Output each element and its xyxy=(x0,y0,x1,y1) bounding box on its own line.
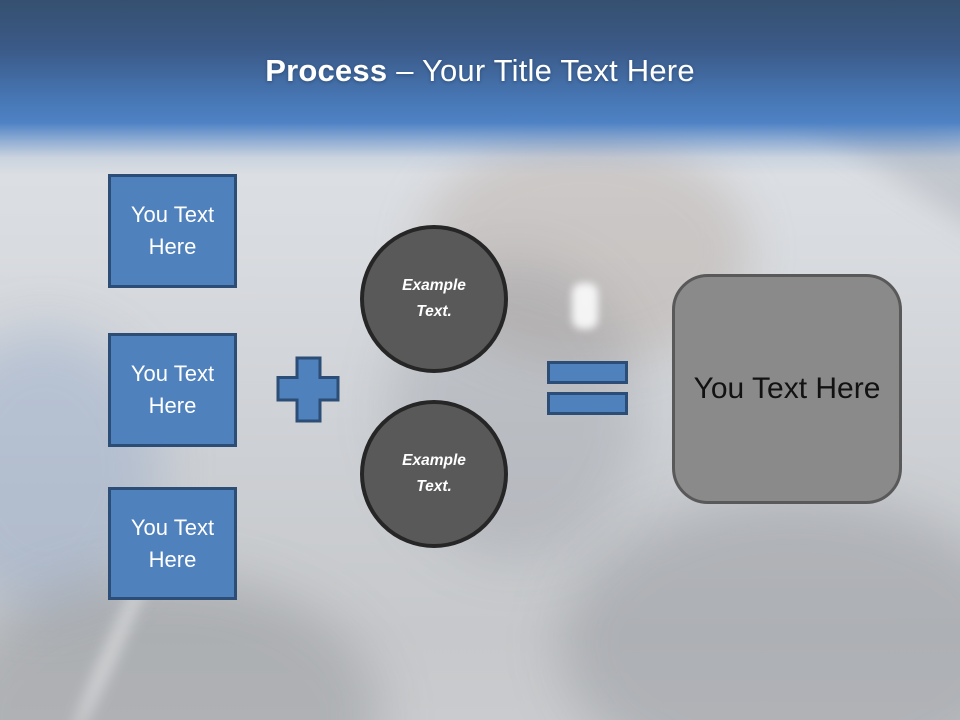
example-circle-2: Example Text. xyxy=(360,400,508,548)
input-box-label: You Text Here xyxy=(130,361,215,418)
example-circle-1: Example Text. xyxy=(360,225,508,373)
equals-icon xyxy=(547,392,628,415)
example-circle-label: Example Text. xyxy=(402,452,466,495)
result-box-label: You Text Here xyxy=(693,372,881,405)
title-emphasis: Process xyxy=(265,53,388,88)
photo-texture-blob xyxy=(560,495,960,720)
title-rest: – Your Title Text Here xyxy=(396,53,695,88)
page-title: Process– Your Title Text Here xyxy=(0,52,960,89)
input-box-3: You Text Here xyxy=(108,487,237,600)
title-banner xyxy=(0,0,960,175)
input-box-label: You Text Here xyxy=(130,202,215,259)
example-circle-label: Example Text. xyxy=(402,277,466,320)
plus-icon xyxy=(276,356,340,423)
input-box-2: You Text Here xyxy=(108,333,237,447)
result-box: You Text Here xyxy=(672,274,902,504)
input-box-label: You Text Here xyxy=(130,514,215,572)
photo-texture-blob xyxy=(572,283,598,329)
equals-icon xyxy=(547,361,628,384)
input-box-1: You Text Here xyxy=(108,174,237,288)
